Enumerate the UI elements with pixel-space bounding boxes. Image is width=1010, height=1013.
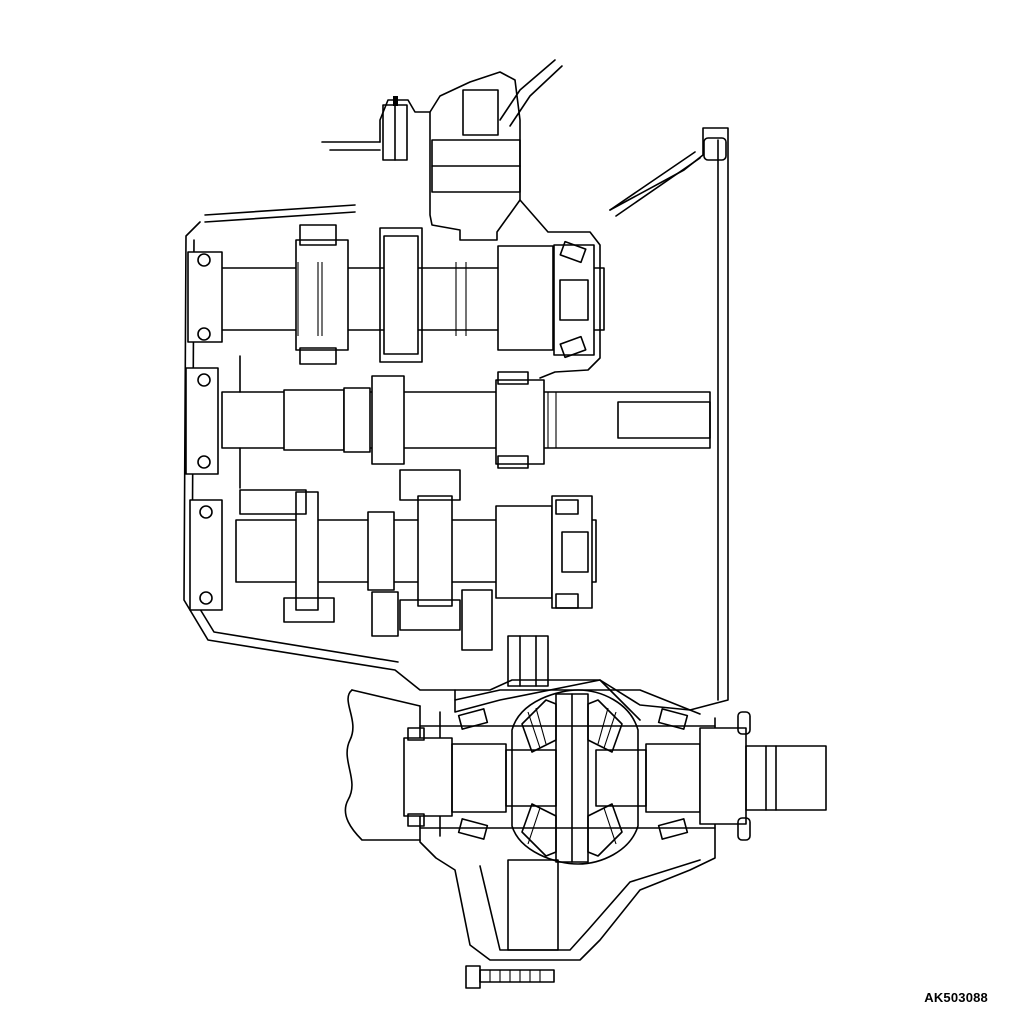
input-shaft-assembly bbox=[185, 355, 711, 489]
output-shaft-assembly bbox=[189, 469, 597, 651]
differential-gears bbox=[511, 689, 639, 865]
figure-code: AK503088 bbox=[924, 990, 988, 1005]
final-drive-area bbox=[454, 635, 641, 721]
drive-axles bbox=[403, 711, 827, 841]
differential-bearings bbox=[457, 708, 689, 840]
differential-housing bbox=[419, 689, 716, 961]
upper-mounting-brackets bbox=[204, 59, 701, 223]
case-bolts bbox=[465, 965, 555, 989]
upper-shaft-assembly bbox=[187, 224, 605, 365]
engine-block-breakline bbox=[344, 689, 421, 841]
bearing-rollers bbox=[197, 240, 587, 609]
transmission-case bbox=[183, 127, 729, 711]
upper-housing bbox=[379, 71, 601, 379]
